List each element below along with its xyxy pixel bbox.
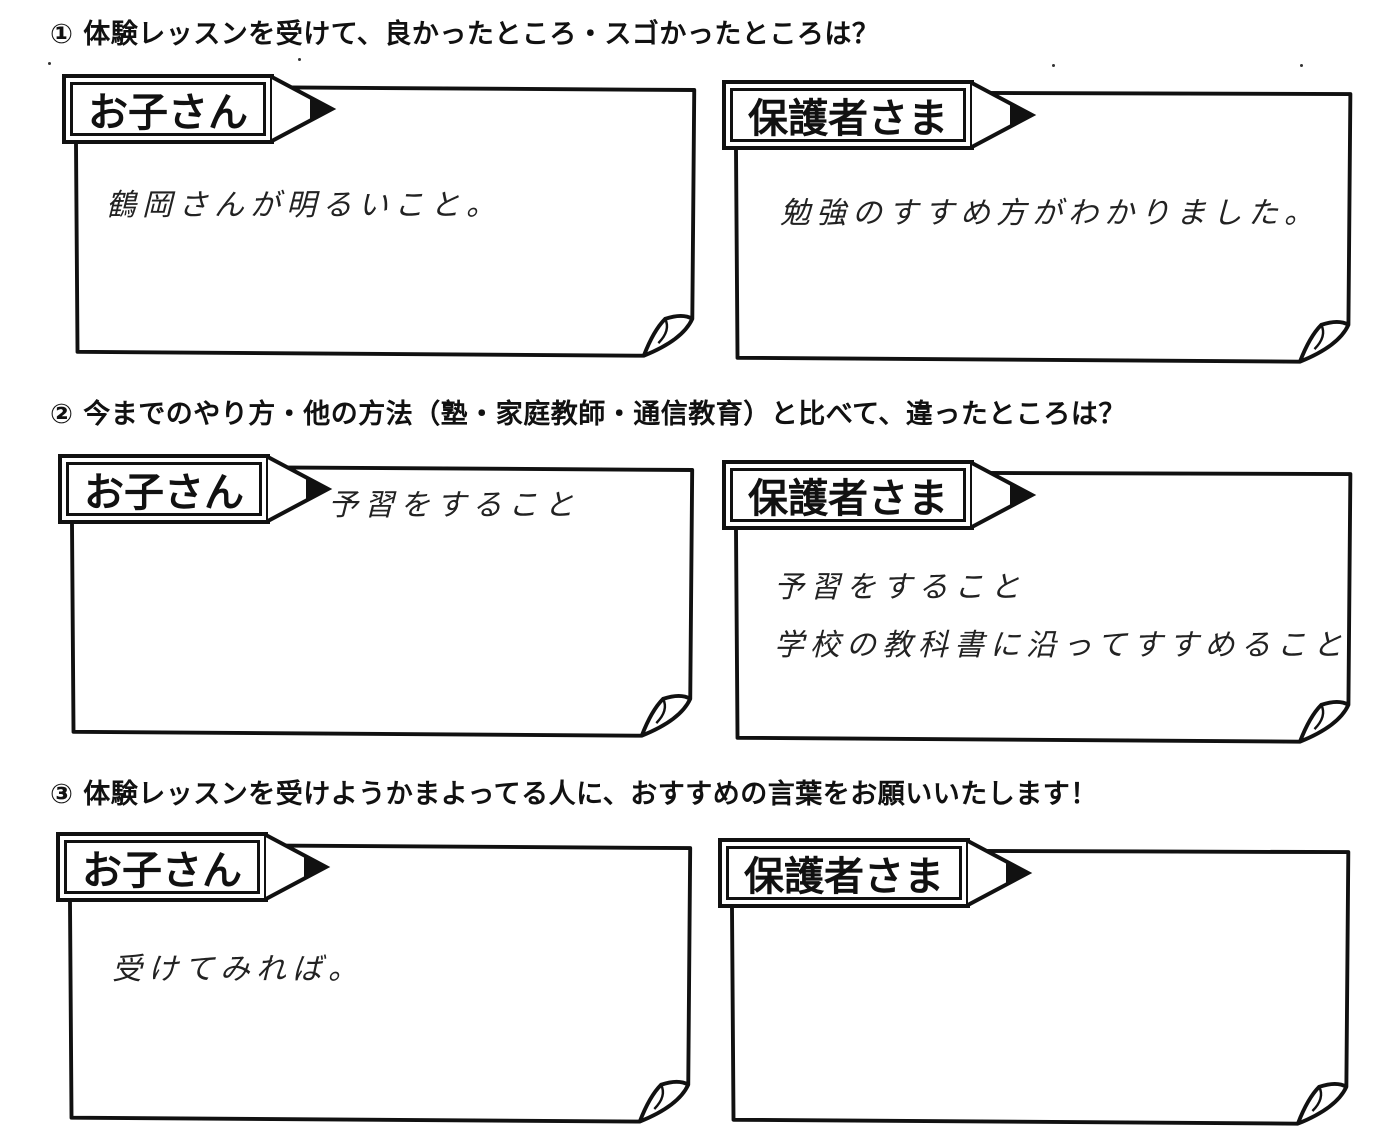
child-tag-label: お子さん xyxy=(56,832,268,902)
pencil-tip-icon xyxy=(264,832,331,902)
speck xyxy=(48,62,51,65)
pencil-tip-icon xyxy=(266,454,333,524)
parent-tag: 保護者さま xyxy=(722,460,1040,530)
child-tag: お子さん xyxy=(56,832,334,902)
question-1-heading: ① 体験レッスンを受けて、良かったところ・スゴかったところは？ xyxy=(50,19,880,50)
child-answer-line: 予習をすること xyxy=(328,488,580,523)
parent-tag: 保護者さま xyxy=(722,80,1040,150)
child-tag: お子さん xyxy=(62,74,340,144)
note-frame xyxy=(69,464,695,738)
note-frame xyxy=(733,90,1353,364)
question-2-heading: ② 今までのやり方・他の方法（塾・家庭教師・通信教育）と比べて、違ったところは？ xyxy=(50,399,1126,430)
q2-child-card: お子さん 予習をすること xyxy=(58,452,698,744)
q2-parent-card: 保護者さま 予習をすること 学校の教科書に沿ってすすめること xyxy=(722,458,1362,750)
child-answer-line: 鶴岡さんが明るいこと。 xyxy=(106,188,502,223)
parent-tag-label: 保護者さま xyxy=(722,80,974,150)
child-tag: お子さん xyxy=(58,454,336,524)
pencil-tip-icon xyxy=(966,838,1033,908)
parent-answer-line: 予習をすること xyxy=(774,570,1026,605)
pencil-tip-icon xyxy=(270,74,337,144)
parent-tag: 保護者さま xyxy=(718,838,1036,908)
note-frame xyxy=(733,470,1353,744)
pencil-tip-icon xyxy=(970,80,1037,150)
child-tag-label: お子さん xyxy=(62,74,274,144)
question-3-heading: ③ 体験レッスンを受けようかまよってる人に、おすすめの言葉をお願いいたします！ xyxy=(50,779,1098,810)
parent-tag-label: 保護者さま xyxy=(718,838,970,908)
note-frame xyxy=(67,842,693,1124)
q1-parent-card: 保護者さま 勉強のすすめ方がわかりました。 xyxy=(722,78,1362,370)
speck xyxy=(1300,64,1303,67)
speck xyxy=(298,58,301,61)
q1-child-card: お子さん 鶴岡さんが明るいこと。 xyxy=(62,72,702,364)
speck xyxy=(1052,64,1055,67)
q3-parent-card: 保護者さま xyxy=(718,836,1358,1132)
note-frame xyxy=(729,848,1351,1126)
note-frame xyxy=(73,84,697,358)
child-answer-line: 受けてみれば。 xyxy=(112,952,364,987)
q3-child-card: お子さん 受けてみれば。 xyxy=(56,830,696,1130)
parent-answer-line: 学校の教科書に沿ってすすめること xyxy=(774,628,1349,663)
parent-answer-line: 勉強のすすめ方がわかりました。 xyxy=(780,196,1320,231)
parent-tag-label: 保護者さま xyxy=(722,460,974,530)
child-tag-label: お子さん xyxy=(58,454,270,524)
pencil-tip-icon xyxy=(970,460,1037,530)
